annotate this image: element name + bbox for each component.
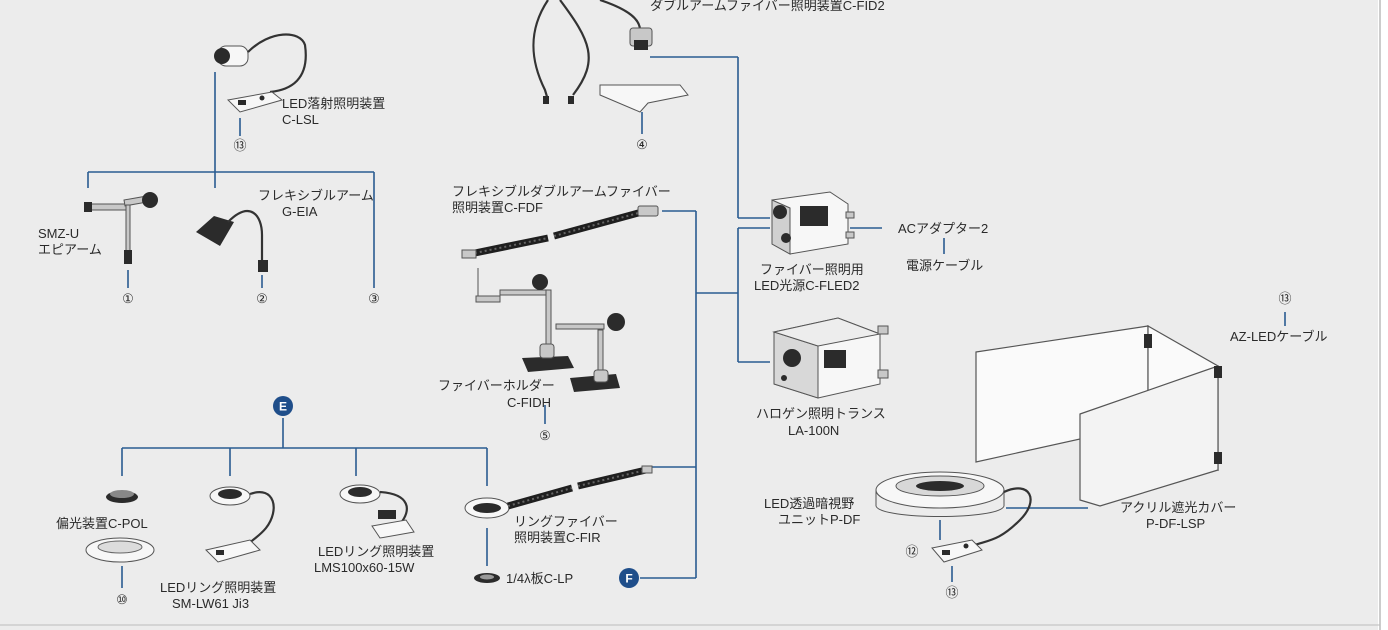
lms-device-illustration	[339, 484, 415, 539]
lw61-device-illustration	[205, 486, 275, 563]
label-la100-model: LA-100N	[788, 423, 839, 438]
la100n-device-illustration	[772, 317, 889, 399]
label-pol: 偏光装置C-POL	[56, 516, 148, 531]
label-lp: 1/4λ板C-LP	[506, 571, 573, 586]
fled2-device-illustration	[771, 191, 855, 255]
label-fidh-name: ファイバーホルダー	[438, 378, 555, 393]
label-adapter: ACアダプター2	[898, 221, 988, 236]
fir-device-illustration	[464, 465, 653, 519]
label-az-cable: AZ-LEDケーブル	[1230, 329, 1327, 344]
lp-device-illustration	[474, 573, 500, 583]
label-smz-name: SMZ-U	[38, 226, 79, 241]
label-power-cable: 電源ケーブル	[906, 258, 983, 273]
right-edge	[1378, 0, 1388, 630]
label-la100-name: ハロゲン照明トランス	[756, 406, 886, 421]
label-lms-model: LMS100x60-15W	[314, 560, 415, 575]
label-fdf-name: フレキシブルダブルアームファイバー	[452, 184, 671, 199]
number-3: ③	[368, 291, 380, 306]
badge-e: E	[273, 396, 293, 416]
label-lsp-model: P-DF-LSP	[1146, 516, 1205, 531]
number-13-az: ⑬	[1278, 291, 1291, 306]
fdf-device-illustration	[461, 205, 659, 259]
lsp-cover-illustration	[975, 324, 1222, 507]
label-eia-name: フレキシブルアーム	[258, 188, 374, 203]
label-pdf-model: ユニットP-DF	[778, 512, 860, 527]
smz-arm-illustration	[84, 192, 158, 264]
pdf-unit-illustration	[875, 471, 1032, 563]
label-lsp-name: アクリル遮光カバー	[1120, 500, 1236, 515]
fid2-device-illustration	[532, 0, 689, 113]
label-fir-name: リングファイバー	[514, 514, 618, 529]
number-13-lsl: ⑬	[233, 138, 246, 153]
number-2: ②	[256, 291, 268, 306]
number-10: ⑩	[116, 592, 128, 607]
label-fidh-model: C-FIDH	[507, 395, 551, 410]
label-fir-model: 照明装置C-FIR	[514, 530, 601, 545]
lsl-device-illustration	[214, 33, 307, 113]
label-smz-type: エピアーム	[38, 242, 102, 257]
number-13-pdf: ⑬	[945, 585, 958, 600]
label-lms-name: LEDリング照明装置	[318, 544, 434, 559]
label-lw61-model: SM-LW61 Ji3	[172, 596, 249, 611]
badge-f-text: F	[625, 572, 632, 586]
label-lsl-model: C-LSL	[282, 112, 319, 127]
label-fled-model: LED光源C-FLED2	[754, 278, 859, 293]
label-fid2: ダブルアームファイバー照明装置C-FID2	[650, 0, 885, 13]
label-fled-name: ファイバー照明用	[760, 262, 864, 277]
number-4: ④	[636, 137, 648, 152]
connector-lines	[87, 56, 1286, 588]
number-12: ⑫	[905, 544, 918, 559]
badge-e-circle	[273, 396, 293, 416]
badge-f: F	[619, 568, 639, 588]
badge-e-text: E	[279, 400, 287, 414]
eia-arm-illustration	[196, 210, 268, 272]
label-eia-model: G-EIA	[282, 204, 318, 219]
label-pdf-name: LED透過暗視野	[764, 496, 854, 511]
number-5: ⑤	[539, 428, 551, 443]
label-fdf-model: 照明装置C-FDF	[452, 200, 543, 215]
badge-f-circle	[619, 568, 639, 588]
pol-device-illustration	[85, 490, 155, 563]
label-lsl-name: LED落射照明装置	[282, 96, 385, 111]
fidh-holder-illustration	[475, 268, 625, 392]
label-lw61-name: LEDリング照明装置	[160, 580, 276, 595]
number-1: ①	[122, 291, 134, 306]
